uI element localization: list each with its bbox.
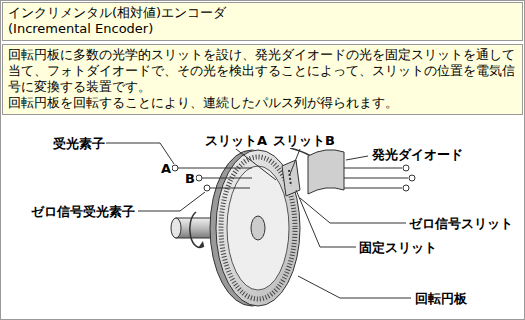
shaft-part [171, 218, 181, 238]
receiver-wires-part [178, 168, 252, 169]
led-wires [344, 165, 415, 191]
rotating-disk-part [216, 150, 300, 306]
leader-lines-part [138, 192, 205, 211]
part-label: 固定スリット [358, 240, 438, 255]
rotation-arrow-part [198, 241, 204, 248]
receiver-wires [172, 165, 252, 191]
rotating-disk-part [251, 216, 265, 240]
led-wires-part [344, 188, 402, 189]
receiver-wires-part [204, 185, 210, 191]
subtitle-text: (Incremental Encoder) [8, 21, 517, 37]
leader-lines-part [296, 190, 356, 247]
description-box: 回転円板に多数の光学的スリットを設け、発光ダイオードの光を固定スリットを通して当… [2, 44, 523, 115]
part-label: 発光ダイオード [371, 147, 464, 162]
led-wires-part [344, 168, 402, 169]
part-label: スリットB [272, 133, 336, 148]
part-label: 回転円板 [414, 291, 468, 306]
part-label: A [160, 161, 172, 176]
part-label: B [184, 171, 196, 186]
part-label: ゼロ信号受光素子 [30, 204, 136, 219]
led-wires-part [403, 165, 409, 171]
leader-lines-part [300, 198, 406, 223]
title-text: インクリメンタル(相対値)エンコーダ [8, 5, 517, 21]
part-label: スリットA [204, 133, 268, 148]
rotation-arrow-part [190, 212, 204, 247]
led-wires-part [409, 175, 415, 181]
leader-lines-part [236, 149, 276, 180]
receiver-wires-part [210, 188, 250, 189]
receiver-wires-part [196, 175, 202, 181]
fixed-slit-part [282, 160, 300, 196]
description-text: 回転円板を回転することにより、連続したパルス列が得られます。 [8, 95, 517, 111]
description-text: 回転円板に多数の光学的スリットを設け、発光ダイオードの光を固定スリットを通して当… [8, 47, 517, 95]
receiver-wires-part [172, 165, 178, 171]
led-wires-part [344, 178, 408, 179]
title-box: インクリメンタル(相対値)エンコーダ(Incremental Encoder) [2, 2, 523, 41]
led [308, 150, 344, 194]
leader-lines-part [346, 156, 368, 160]
rotating-disk [210, 150, 300, 306]
part-label: ゼロ信号スリット [408, 216, 514, 231]
rotating-disk-part [227, 166, 289, 290]
led-part [308, 150, 344, 194]
part-label: 受光素子 [52, 136, 106, 151]
leader-lines-part [290, 149, 300, 174]
leader-lines [106, 143, 411, 298]
leader-lines-part [298, 276, 411, 298]
fixed-slit [282, 160, 300, 196]
led-wires-part [403, 185, 409, 191]
receiver-wires-part [202, 178, 252, 179]
